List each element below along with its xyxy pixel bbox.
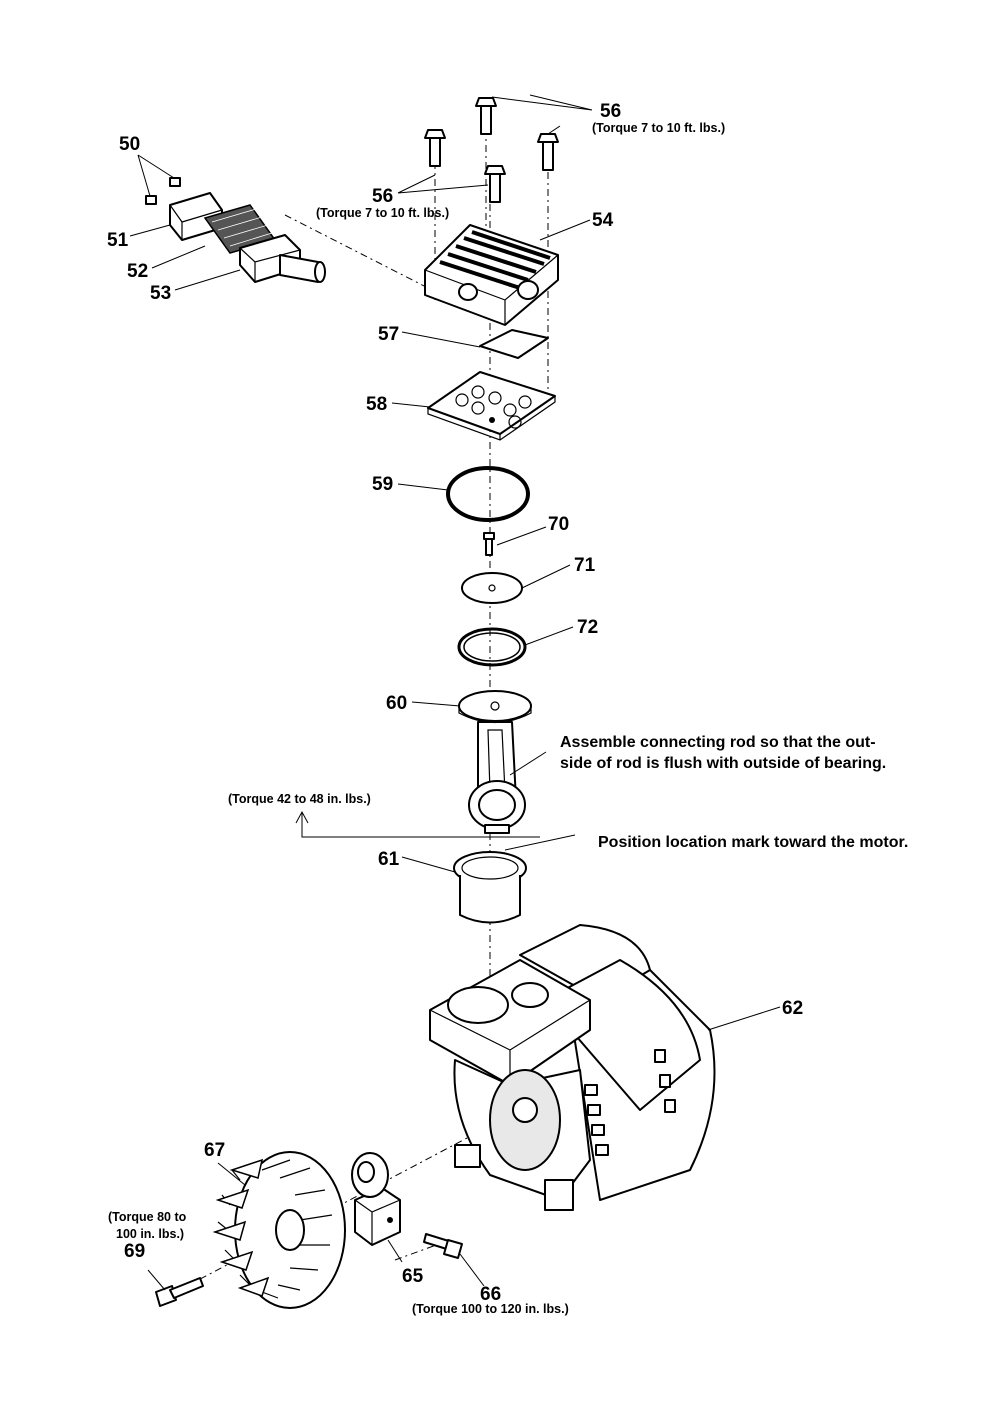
part-72-ring: [457, 627, 527, 667]
part-69-bolt: [155, 1277, 204, 1307]
part-57-gasket: [479, 329, 549, 359]
callout-60: 60: [386, 693, 407, 714]
part-66-bolt: [423, 1233, 463, 1259]
part-60-connecting-rod: [458, 690, 532, 834]
callout-69: 69: [124, 1241, 145, 1262]
note-location-mark: Position location mark toward the motor.: [598, 834, 908, 851]
note-rod-line1: Assemble connecting rod so that the out-: [560, 734, 876, 751]
torque-fan-line1: (Torque 80 to: [108, 1210, 187, 1224]
callout-56-right: 56: [600, 101, 621, 122]
part-50-screws: [145, 177, 181, 205]
callout-50: 50: [119, 134, 140, 155]
torque-rod: (Torque 42 to 48 in. lbs.): [228, 792, 371, 806]
callout-59: 59: [372, 474, 393, 495]
torque-fan-line2: 100 in. lbs.): [116, 1227, 184, 1241]
part-callouts: 50 51 52 53 54 56 56 57 58 59 70 71 72 6…: [107, 101, 803, 1305]
callout-62: 62: [782, 998, 803, 1019]
callout-52: 52: [127, 261, 148, 282]
callout-51: 51: [107, 230, 129, 251]
callout-56-left: 56: [372, 186, 393, 207]
callout-71: 71: [574, 555, 596, 576]
callout-57: 57: [378, 324, 399, 345]
callout-65: 65: [402, 1266, 424, 1287]
callout-67: 67: [204, 1140, 225, 1161]
leader-lines: [129, 94, 781, 1291]
callout-54: 54: [592, 210, 614, 231]
part-58-valve-plate: [427, 371, 556, 441]
part-61-bearing: [453, 851, 527, 924]
callout-72: 72: [577, 617, 598, 638]
assembly-notes: Assemble connecting rod so that the out-…: [560, 734, 908, 851]
part-59-o-ring: [446, 466, 530, 522]
part-62-motor: [429, 924, 716, 1211]
part-65-eccentric: [351, 1152, 401, 1246]
part-67-fan: [212, 1151, 346, 1309]
note-rod-line2: side of rod is flush with outside of bea…: [560, 755, 886, 772]
callout-61: 61: [378, 849, 400, 870]
torque-eccentric: (Torque 100 to 120 in. lbs.): [412, 1302, 569, 1316]
callout-53: 53: [150, 283, 171, 304]
callout-70: 70: [548, 514, 569, 535]
torque-specs: (Torque 7 to 10 ft. lbs.) (Torque 7 to 1…: [108, 121, 725, 1316]
part-53-filter-housing: [239, 234, 326, 283]
torque-head-bolts-right: (Torque 7 to 10 ft. lbs.): [592, 121, 725, 135]
part-52-filter-element: [203, 204, 277, 254]
callout-66: 66: [480, 1284, 501, 1305]
torque-head-bolts-left: (Torque 7 to 10 ft. lbs.): [316, 206, 449, 220]
part-70-screw: [483, 532, 495, 556]
callout-58: 58: [366, 394, 387, 415]
part-56-bolts: [424, 97, 559, 203]
part-54-cylinder-head: [424, 224, 559, 326]
part-71-disc: [461, 572, 523, 604]
